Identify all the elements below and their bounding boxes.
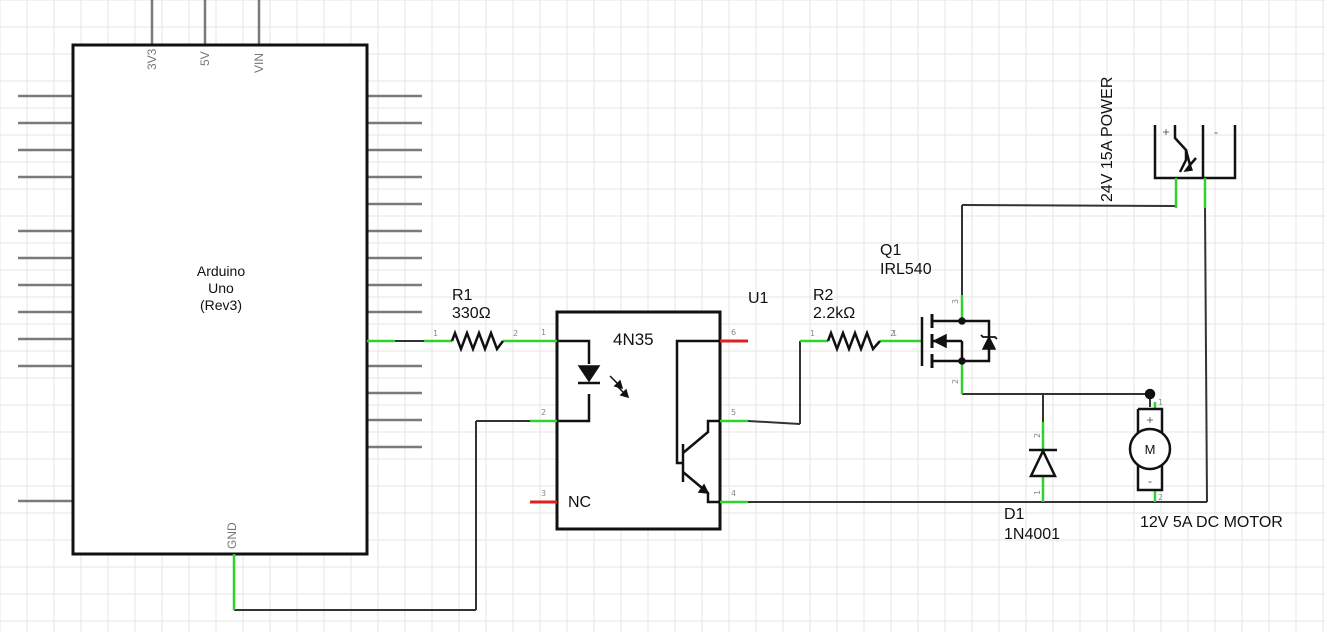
arduino-uno[interactable]: RESETRESET2AREFiorefA0A1A2A3A4/SDAA5/SCL… [18,0,422,610]
d1-name: D1 [1004,506,1025,523]
dc-motor[interactable]: 1 2 M + - 12V 5A DC MOTOR [1128,388,1283,532]
power-jack-symbol [1153,125,1237,180]
q1-part: IRL540 [880,261,932,278]
d1-anode-number: 1 [1033,490,1042,495]
u1-pin4-number: 4 [731,489,736,498]
r1-pin2-number: 2 [513,329,518,338]
pin-label-5v: 5V [198,51,212,66]
u1-pin6-number: 6 [731,328,736,337]
u1-phototransistor-symbol [675,339,720,504]
resistor-r2[interactable]: 1 2 R2 2.2kΩ [800,287,907,353]
motor-minus: - [1148,474,1152,488]
u1-pin1-number: 1 [541,328,546,337]
power-plus: + [1162,125,1169,139]
u1-nc-label: NC [568,494,591,511]
r1-value: 330Ω [452,305,491,322]
resistor-r1[interactable]: 1 2 R1 330Ω [424,287,530,353]
motor-junction-dot [1144,388,1156,400]
d1-cathode-number: 2 [1033,433,1042,438]
u1-pin3-number: 3 [541,489,546,498]
optocoupler-u1[interactable]: 1 2 3 4 5 6 4N35 NC U1 [530,290,769,531]
r2-pin1-number: 1 [810,329,815,338]
wire-power-minus[interactable] [1204,207,1208,503]
motor-pin1-number: 1 [1158,398,1163,407]
r2-name: R2 [813,287,834,304]
q1-source-number: 2 [951,379,960,384]
power-label: 24V 15A POWER [1099,77,1116,202]
pin-label-vin: VIN [252,53,266,73]
u1-pin5-number: 5 [731,408,736,417]
r1-name: R1 [452,287,473,304]
d1-part: 1N4001 [1004,526,1060,543]
r1-zigzag [450,329,504,353]
r2-value: 2.2kΩ [813,305,855,322]
arduino-name-line3: (Rev3) [200,297,242,313]
power-supply[interactable]: + - 24V 15A POWER [1099,77,1237,208]
u1-name: U1 [748,290,769,307]
power-minus: - [1214,125,1218,139]
pin-label-3v3: 3V3 [145,48,159,70]
r2-zigzag [826,329,881,353]
arduino-name-line2: Uno [208,280,234,296]
diode-d1[interactable]: 1 2 D1 1N4001 [1004,394,1060,543]
motor-pin2-number: 2 [1158,493,1163,502]
arduino-body[interactable] [71,43,369,556]
wires [234,204,1208,611]
q1-name: Q1 [880,242,901,259]
motor-symbol [1128,407,1172,492]
arduino-name-line1: Arduino [197,263,245,279]
q1-drain-number: 3 [951,299,960,304]
d1-diode-symbol [1029,448,1057,478]
u1-part: 4N35 [613,330,654,349]
u1-led-symbol [557,339,630,423]
arduino-top-pins [150,0,261,45]
motor-symbol-m: M [1145,442,1156,457]
r1-pin1-number: 1 [433,329,438,338]
q1-mosfet-symbol [920,314,998,368]
pin-label-gnd: GND [225,522,239,549]
wire-u1-5[interactable] [747,420,801,425]
r2-pin2-number: 2 [890,329,895,338]
u1-pin2-number: 2 [541,408,546,417]
q1-gate-number: 1 [892,329,897,338]
motor-plus: + [1146,413,1153,427]
wire-power-plus[interactable] [961,204,1176,207]
mosfet-q1[interactable]: 1 3 2 Q1 IRL540 [880,242,998,394]
motor-label: 12V 5A DC MOTOR [1140,514,1283,531]
